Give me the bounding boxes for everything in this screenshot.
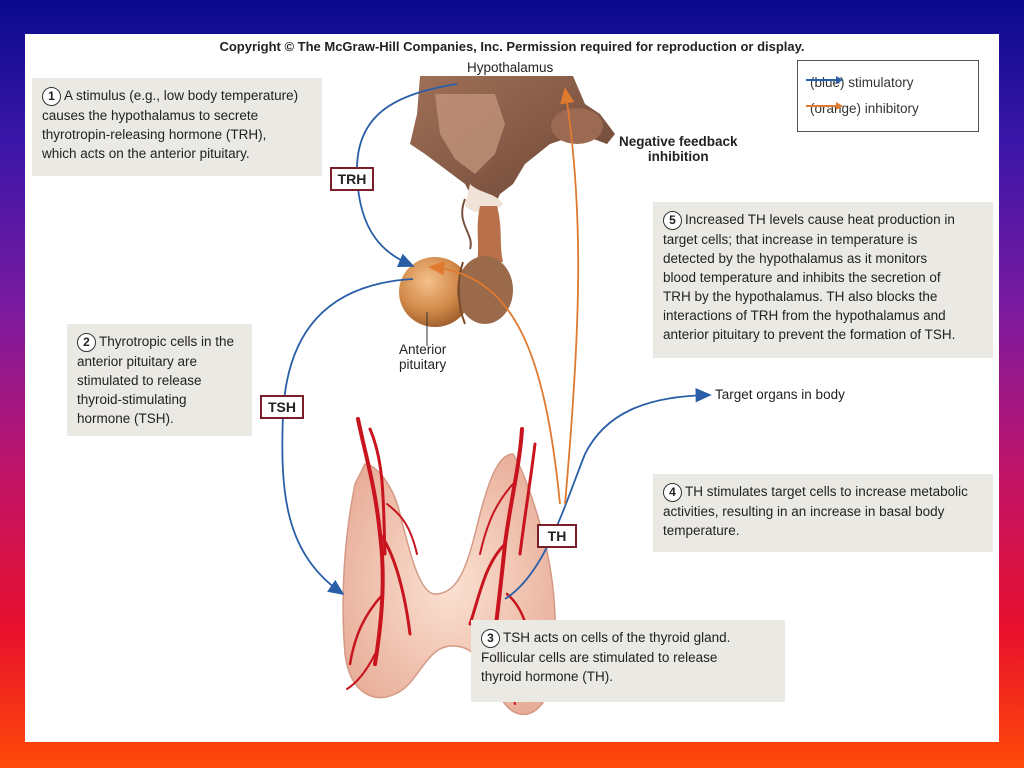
negative-feedback-label: Negative feedback inhibition [619, 134, 738, 164]
feedback-to-hypothalamus-arrow [560, 87, 580, 505]
step-3-number: 3 [481, 628, 500, 648]
blue-arrow-icon [806, 76, 843, 84]
orange-arrow-icon [806, 102, 843, 110]
step-1-text: A stimulus (e.g., low body temperature) … [42, 88, 299, 161]
trh-tag: TRH [330, 167, 374, 191]
step-3-text: TSH acts on cells of the thyroid gland. … [481, 630, 731, 684]
step-5-text: Increased TH levels cause heat productio… [663, 212, 956, 342]
feedback-to-pituitary-arrow [428, 261, 561, 505]
hypothalamus-illustration [410, 76, 615, 250]
anterior-pituitary-label: Anterior pituitary [399, 342, 447, 372]
th-tag: TH [537, 524, 577, 548]
step-2-number: 2 [77, 332, 96, 352]
step-4-number: 4 [663, 482, 682, 502]
step-4-text: TH stimulates target cells to increase m… [663, 484, 968, 538]
legend: (blue) stimulatory (orange) inhibitory [797, 60, 979, 132]
legend-stimulatory: (blue) stimulatory [806, 75, 914, 90]
pituitary-stalk [477, 206, 503, 262]
target-organs-label: Target organs in body [715, 387, 845, 402]
step-5-number: 5 [663, 210, 682, 230]
anterior-pituitary-illustration [399, 256, 513, 346]
copyright-notice: Copyright © The McGraw-Hill Companies, I… [219, 39, 805, 54]
target-organs-arrow [504, 388, 712, 600]
step-1-number: 1 [42, 86, 61, 106]
diagram-panel: Copyright © The McGraw-Hill Companies, I… [25, 34, 999, 742]
legend-inhibitory: (orange) inhibitory [806, 101, 919, 116]
step-2-text: Thyrotropic cells in the anterior pituit… [77, 334, 235, 426]
tsh-tag: TSH [260, 395, 304, 419]
hypothalamus-label: Hypothalamus [467, 60, 554, 75]
legend-stimulatory-label: (blue) stimulatory [810, 75, 914, 90]
